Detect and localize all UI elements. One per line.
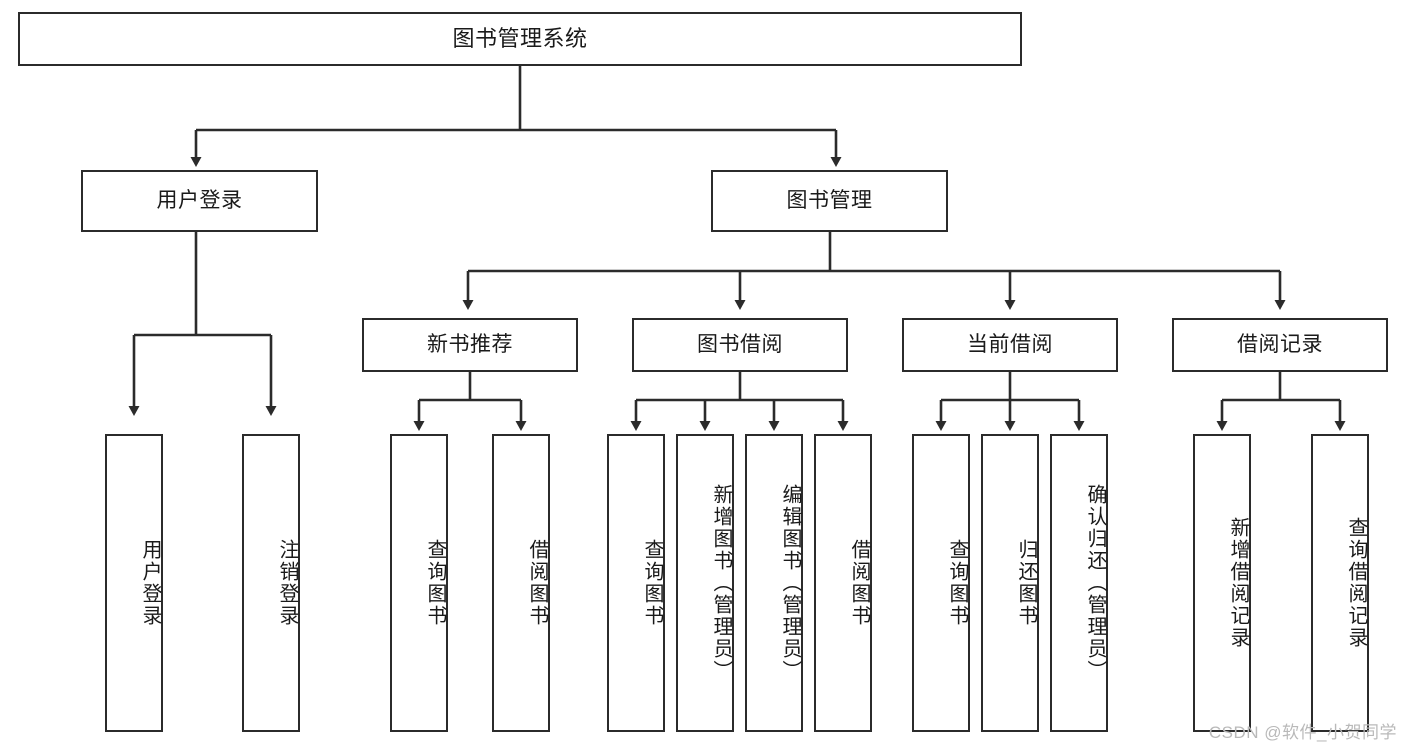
node-label: 用户登录 xyxy=(156,188,243,212)
node-borrow-records[interactable]: 借阅记录 xyxy=(1172,318,1388,372)
node-label: 新增图书（管理员） xyxy=(710,484,732,682)
node-leaf-confirm-return-admin[interactable]: 确认归还（管理员） xyxy=(1050,434,1108,732)
node-label: 查询图书 xyxy=(641,539,663,627)
node-label: 查询图书 xyxy=(946,539,968,627)
node-label: 借阅记录 xyxy=(1237,332,1323,356)
node-leaf-user-login[interactable]: 用户登录 xyxy=(105,434,163,732)
node-leaf-add-borrow-record[interactable]: 新增借阅记录 xyxy=(1193,434,1251,732)
node-label: 查询图书 xyxy=(424,539,446,627)
node-user-login[interactable]: 用户登录 xyxy=(81,170,318,232)
node-leaf-add-book-admin[interactable]: 新增图书（管理员） xyxy=(676,434,734,732)
node-label: 注销登录 xyxy=(276,539,298,627)
node-leaf-query-books-borrow[interactable]: 查询图书 xyxy=(607,434,665,732)
node-leaf-edit-book-admin[interactable]: 编辑图书（管理员） xyxy=(745,434,803,732)
node-label: 归还图书 xyxy=(1015,539,1037,627)
node-label: 编辑图书（管理员） xyxy=(779,484,801,682)
node-leaf-return-books[interactable]: 归还图书 xyxy=(981,434,1039,732)
node-current-borrow[interactable]: 当前借阅 xyxy=(902,318,1118,372)
node-label: 当前借阅 xyxy=(967,332,1053,356)
node-label: 查询借阅记录 xyxy=(1345,517,1367,649)
csdn-watermark: CSDN @软件_小贺同学 xyxy=(1208,723,1397,742)
node-label: 新书推荐 xyxy=(427,332,513,356)
node-book-management[interactable]: 图书管理 xyxy=(711,170,948,232)
node-leaf-borrow-books[interactable]: 借阅图书 xyxy=(814,434,872,732)
node-leaf-query-books-recommend[interactable]: 查询图书 xyxy=(390,434,448,732)
node-new-book-recommend[interactable]: 新书推荐 xyxy=(362,318,578,372)
node-label: 借阅图书 xyxy=(848,539,870,627)
node-book-borrow[interactable]: 图书借阅 xyxy=(632,318,848,372)
node-leaf-logout-login[interactable]: 注销登录 xyxy=(242,434,300,732)
node-label: 新增借阅记录 xyxy=(1227,517,1249,649)
node-label: 图书管理系统 xyxy=(452,26,588,52)
node-label: 用户登录 xyxy=(139,539,161,627)
node-leaf-query-books-current[interactable]: 查询图书 xyxy=(912,434,970,732)
node-label: 确认归还（管理员） xyxy=(1084,484,1106,682)
node-label: 图书借阅 xyxy=(697,332,783,356)
node-leaf-query-borrow-record[interactable]: 查询借阅记录 xyxy=(1311,434,1369,732)
node-root-book-management-system[interactable]: 图书管理系统 xyxy=(18,12,1022,66)
node-label: 借阅图书 xyxy=(526,539,548,627)
node-leaf-borrow-books-recommend[interactable]: 借阅图书 xyxy=(492,434,550,732)
node-label: 图书管理 xyxy=(786,188,873,212)
